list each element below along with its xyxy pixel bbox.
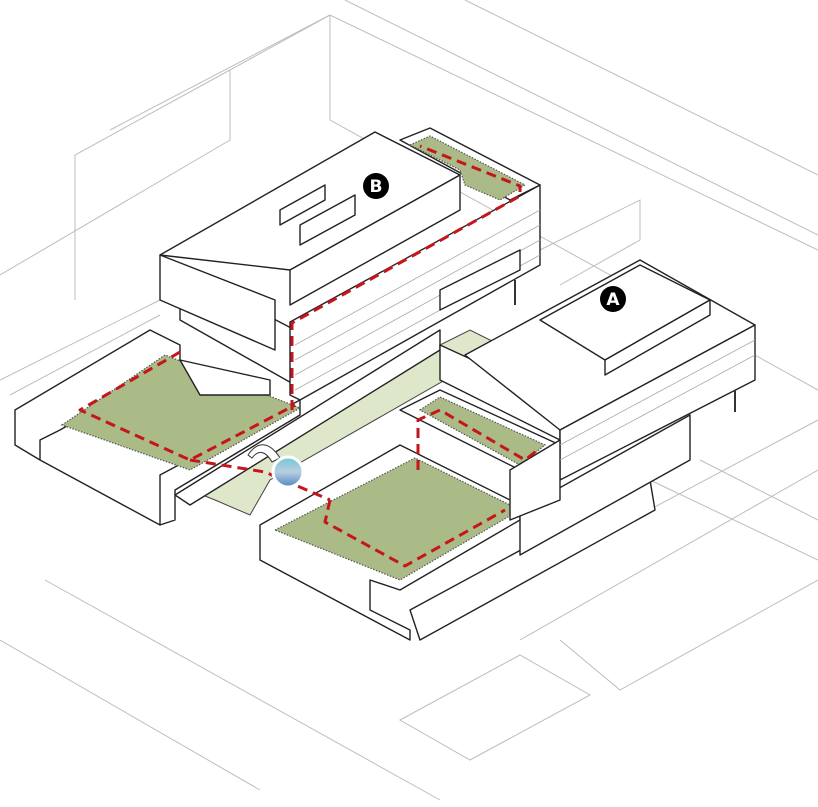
slide-icon — [247, 444, 281, 463]
svg-text:A: A — [606, 290, 620, 310]
building-a — [399, 259, 756, 521]
building-b — [159, 127, 541, 401]
person-marker-icon — [271, 455, 305, 489]
route-b — [290, 144, 522, 410]
right-podium — [259, 414, 691, 641]
walking-routes — [78, 144, 541, 568]
label-building-a: A — [600, 286, 626, 312]
route-a — [416, 408, 541, 470]
label-building-b: B — [363, 173, 389, 199]
route-link — [189, 458, 331, 502]
route-right — [323, 499, 506, 568]
route-left — [78, 350, 296, 462]
svg-text:B: B — [370, 177, 383, 197]
left-podium — [14, 329, 302, 526]
